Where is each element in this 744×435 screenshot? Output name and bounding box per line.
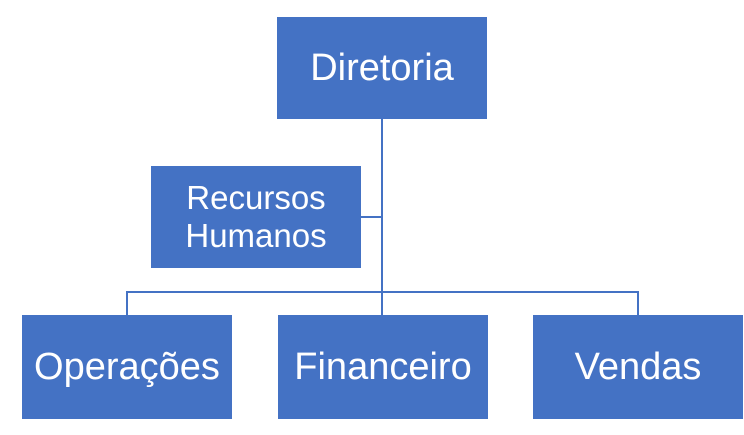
node-recursos-humanos: Recursos Humanos [151,166,361,268]
node-operacoes: Operações [22,315,232,419]
node-diretoria: Diretoria [277,17,487,119]
node-financeiro-label: Financeiro [294,345,472,388]
node-vendas-label: Vendas [574,345,702,388]
node-recursos-humanos-label: Recursos Humanos [185,178,327,254]
node-financeiro: Financeiro [278,315,488,419]
node-diretoria-label: Diretoria [310,46,454,89]
node-operacoes-label: Operações [34,345,220,388]
node-vendas: Vendas [533,315,743,419]
